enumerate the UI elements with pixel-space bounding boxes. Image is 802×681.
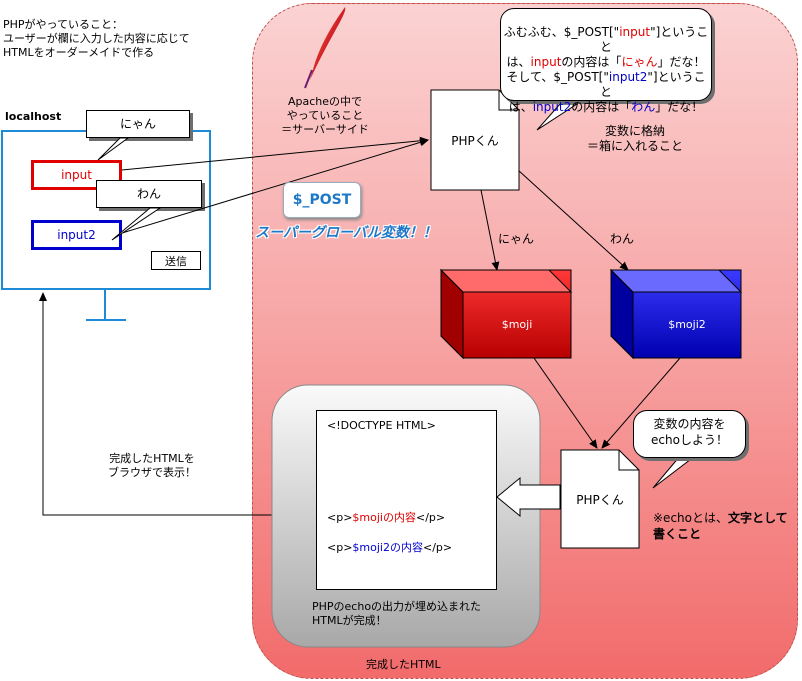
return-caption: 完成したHTMLを ブラウザで表示！ xyxy=(108,452,196,479)
monitor-stand xyxy=(104,290,106,320)
intro-text: PHPがやっていること： ユーザーが欄に入力した内容に応じて HTMLをオーダー… xyxy=(3,18,190,59)
moji2-variable-box xyxy=(609,268,743,360)
bubble-nyan: にゃん xyxy=(86,110,190,138)
store-caption: 変数に格納 ＝箱に入れること xyxy=(586,124,683,153)
edge-label-wan: わん xyxy=(610,232,635,246)
moji-label: $moji xyxy=(501,318,533,331)
doctype-line: <!DOCTYPE HTML> xyxy=(327,419,436,432)
monitor-base xyxy=(86,319,126,321)
superglobal-label: スーパーグローバル変数！！ xyxy=(255,225,437,241)
moji-variable-box xyxy=(439,268,573,360)
submit-button[interactable]: 送信 xyxy=(151,251,201,270)
php-thought-bubble: ふむふむ、$_POST["input"]ということ は、inputの内容は「にゃ… xyxy=(500,8,712,114)
post-badge: $_POST xyxy=(283,182,361,218)
php-top-label: PHPくん xyxy=(451,134,499,148)
html-caption: PHPのechoの出力が埋め込まれた HTMLが完成！ xyxy=(312,600,482,627)
echo-note: ※echoとは、文字として書くこと xyxy=(653,511,788,541)
bubble-wan: わん xyxy=(96,180,202,208)
localhost-label: localhost xyxy=(5,110,62,123)
html-line-moji2: <p>$moji2の内容</p> xyxy=(327,541,453,554)
html-line-moji: <p>$mojiの内容</p> xyxy=(327,511,446,524)
input2-field[interactable]: input2 xyxy=(31,220,122,250)
apache-feather-icon xyxy=(304,7,346,89)
html-document: <!DOCTYPE HTML> <p>$mojiの内容</p> <p>$moji… xyxy=(316,410,497,590)
moji2-label: $moji2 xyxy=(668,318,706,331)
php-bottom-label: PHPくん xyxy=(576,493,624,507)
apache-caption: Apacheの中で やっていること ＝サーバーサイド xyxy=(281,95,369,136)
echo-bubble: 変数の内容を echoしよう！ xyxy=(633,410,746,458)
edge-label-nyan: にゃん xyxy=(498,232,535,246)
complete-html-label: 完成したHTML xyxy=(366,658,441,671)
